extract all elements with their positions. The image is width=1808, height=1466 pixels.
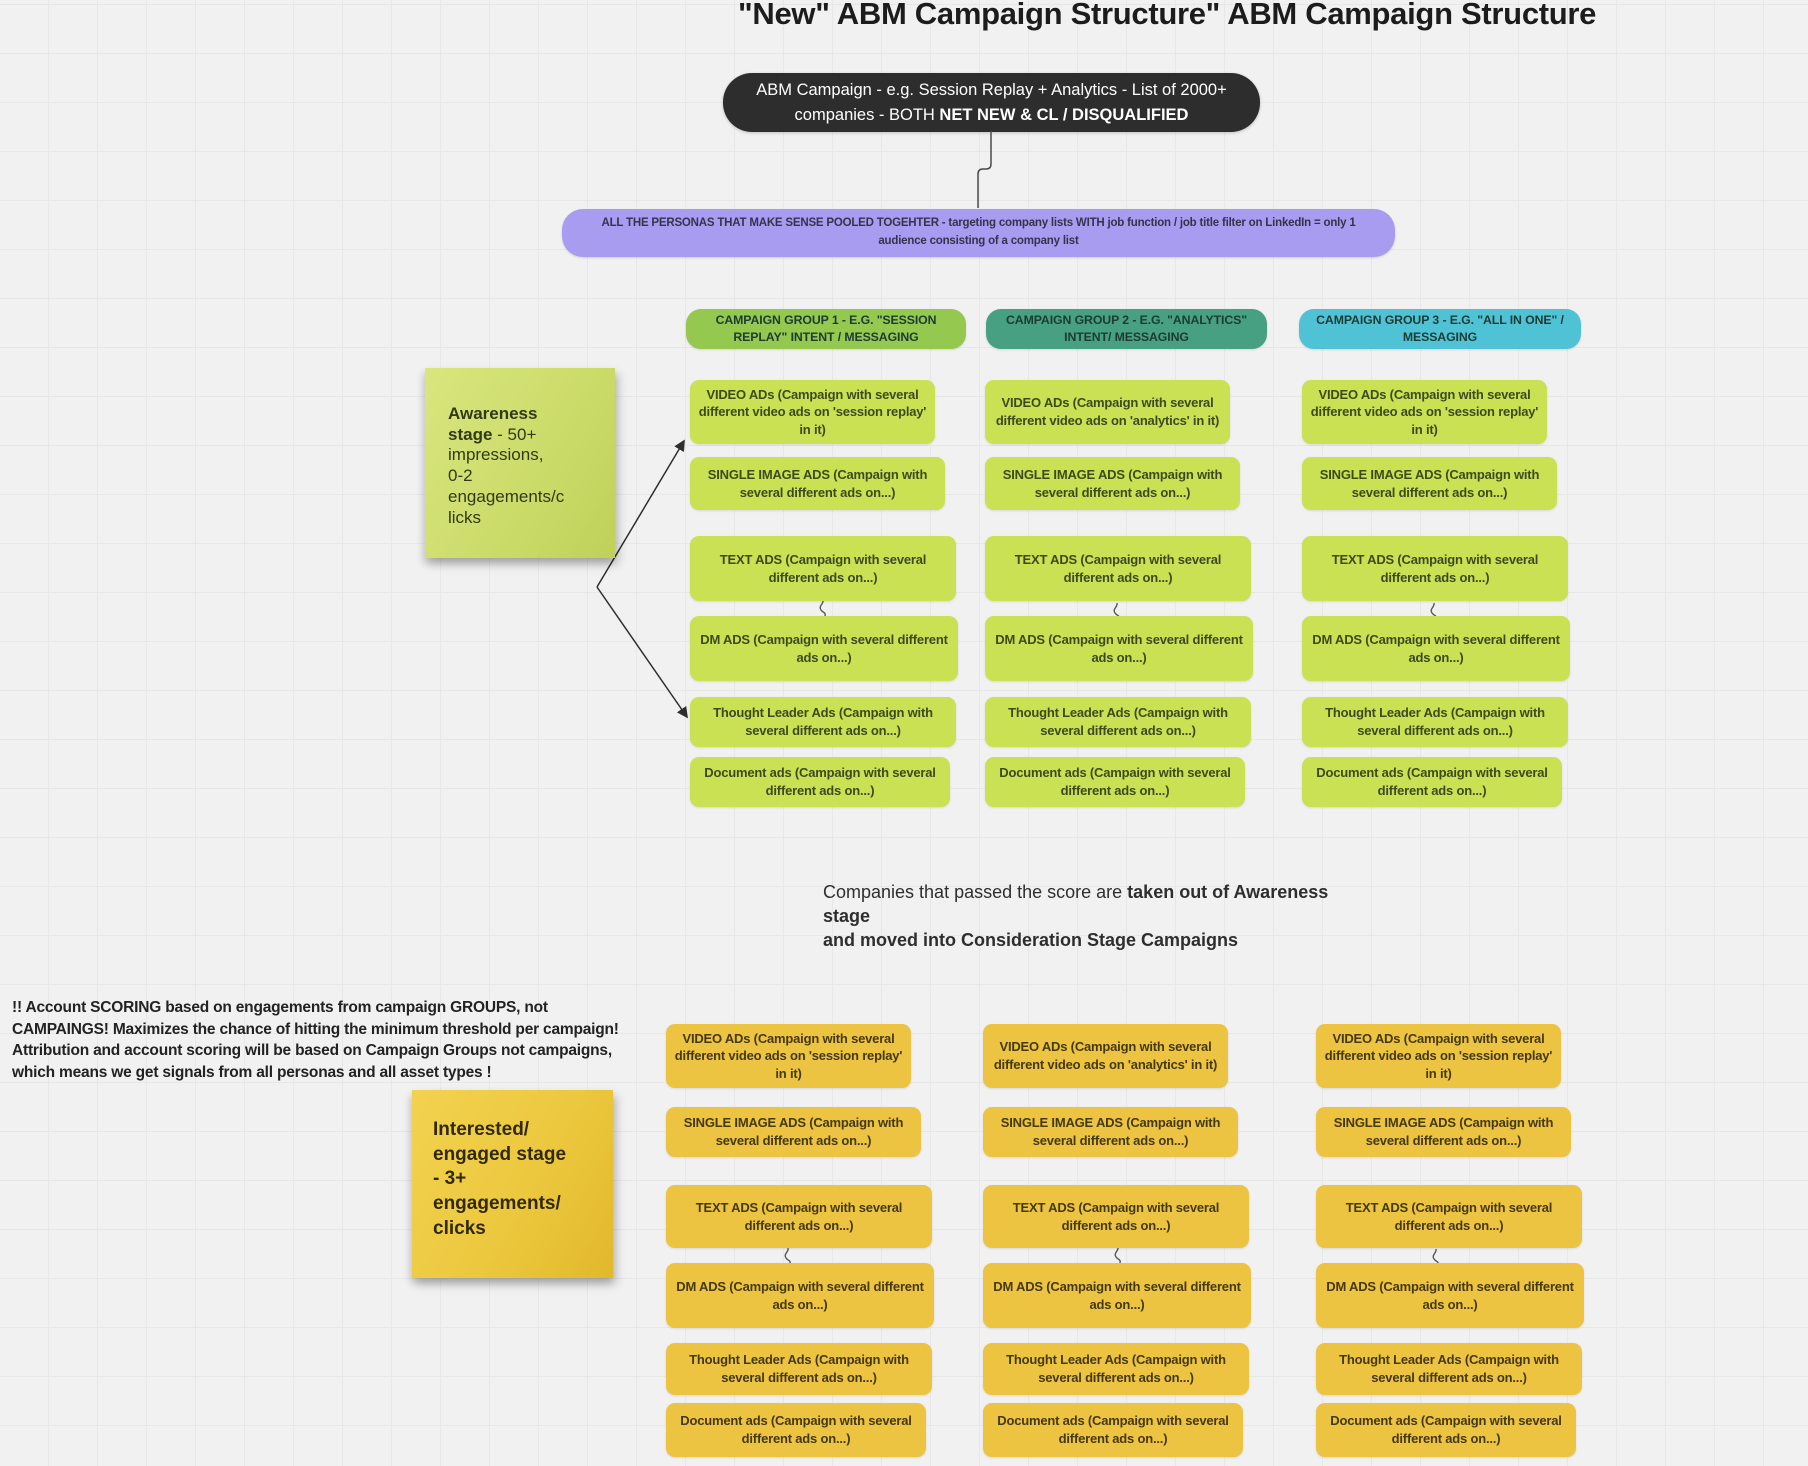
consideration-group1-dm-ads-box[interactable]: DM ADS (Campaign with several different … bbox=[666, 1263, 934, 1328]
account-scoring-note-text[interactable]: !! Account SCORING based on engagements … bbox=[12, 999, 619, 1081]
consideration-group1-single-image-ads-box[interactable]: SINGLE IMAGE ADS (Campaign with several … bbox=[666, 1107, 921, 1157]
root-node-label: ABM Campaign - e.g. Session Replay + Ana… bbox=[756, 80, 1227, 124]
squiggle-connector bbox=[1114, 1246, 1121, 1264]
awareness-group1-video-ads-box[interactable]: VIDEO ADs (Campaign with several differe… bbox=[690, 380, 935, 444]
interested-stage-sticky-note[interactable]: Interested/ engaged stage - 3+ engagemen… bbox=[412, 1090, 613, 1278]
awareness-group3-text-ads-box[interactable]: TEXT ADS (Campaign with several differen… bbox=[1302, 536, 1568, 601]
consideration-group3-video-ads-box[interactable]: VIDEO ADs (Campaign with several differe… bbox=[1316, 1024, 1561, 1088]
campaign-group-3-header[interactable]: CAMPAIGN GROUP 3 - E.G. "ALL IN ONE" / M… bbox=[1299, 309, 1581, 349]
awareness-group3-dm-ads-box[interactable]: DM ADS (Campaign with several different … bbox=[1302, 616, 1570, 681]
campaign-group-2-header[interactable]: CAMPAIGN GROUP 2 - E.G. "ANALYTICS" INTE… bbox=[986, 309, 1267, 349]
awareness-group2-text-ads-box[interactable]: TEXT ADS (Campaign with several differen… bbox=[985, 536, 1251, 601]
awareness-sticky-bold-text: Awareness stage bbox=[448, 404, 538, 444]
consideration-group1-video-ads-box[interactable]: VIDEO ADs (Campaign with several differe… bbox=[666, 1024, 911, 1088]
consideration-group1-document-ads-box[interactable]: Document ads (Campaign with several diff… bbox=[666, 1403, 926, 1457]
consideration-group3-dm-ads-box[interactable]: DM ADS (Campaign with several different … bbox=[1316, 1263, 1584, 1328]
awareness-group2-single-image-ads-box[interactable]: SINGLE IMAGE ADS (Campaign with several … bbox=[985, 457, 1240, 510]
awareness-group2-thought-leader-ads-box[interactable]: Thought Leader Ads (Campaign with severa… bbox=[985, 697, 1251, 747]
awareness-group3-video-ads-box[interactable]: VIDEO ADs (Campaign with several differe… bbox=[1302, 380, 1547, 444]
awareness-group1-document-ads-box[interactable]: Document ads (Campaign with several diff… bbox=[690, 757, 950, 807]
campaign-group-1-header[interactable]: CAMPAIGN GROUP 1 - E.G. "SESSION REPLAY"… bbox=[686, 309, 966, 349]
awareness-group2-document-ads-box[interactable]: Document ads (Campaign with several diff… bbox=[985, 757, 1245, 807]
consideration-group1-thought-leader-ads-box[interactable]: Thought Leader Ads (Campaign with severa… bbox=[666, 1343, 932, 1395]
squiggle-connector bbox=[819, 599, 826, 617]
abm-campaign-root-node[interactable]: ABM Campaign - e.g. Session Replay + Ana… bbox=[723, 73, 1260, 132]
awareness-group1-dm-ads-box[interactable]: DM ADS (Campaign with several different … bbox=[690, 616, 958, 681]
consideration-group2-text-ads-box[interactable]: TEXT ADS (Campaign with several differen… bbox=[983, 1185, 1249, 1248]
squiggle-connector bbox=[784, 1247, 791, 1265]
consideration-group1-text-ads-box[interactable]: TEXT ADS (Campaign with several differen… bbox=[666, 1185, 932, 1248]
consideration-group3-thought-leader-ads-box[interactable]: Thought Leader Ads (Campaign with severa… bbox=[1316, 1343, 1582, 1395]
sticky-to-thought-leader-arrow bbox=[596, 586, 688, 719]
transition-regular-text: Companies that passed the score are bbox=[823, 882, 1128, 902]
awareness-group3-single-image-ads-box[interactable]: SINGLE IMAGE ADS (Campaign with several … bbox=[1302, 457, 1557, 510]
score-transition-text[interactable]: Companies that passed the score are take… bbox=[823, 880, 1383, 952]
consideration-group2-document-ads-box[interactable]: Document ads (Campaign with several diff… bbox=[983, 1403, 1243, 1457]
board-title-text[interactable]: "New" ABM Campaign Structure" ABM Campai… bbox=[738, 0, 1597, 31]
audience-node[interactable]: ALL THE PERSONAS THAT MAKE SENSE POOLED … bbox=[562, 209, 1395, 257]
awareness-group3-thought-leader-ads-box[interactable]: Thought Leader Ads (Campaign with severa… bbox=[1302, 697, 1568, 747]
consideration-group2-dm-ads-box[interactable]: DM ADS (Campaign with several different … bbox=[983, 1263, 1251, 1328]
awareness-group2-video-ads-box[interactable]: VIDEO ADs (Campaign with several differe… bbox=[985, 380, 1230, 444]
root-to-audience-connector bbox=[977, 131, 992, 208]
audience-node-label: ALL THE PERSONAS THAT MAKE SENSE POOLED … bbox=[601, 217, 1356, 247]
consideration-group3-text-ads-box[interactable]: TEXT ADS (Campaign with several differen… bbox=[1316, 1185, 1582, 1248]
awareness-group1-thought-leader-ads-box[interactable]: Thought Leader Ads (Campaign with severa… bbox=[690, 697, 956, 747]
awareness-sticky-text: - 50+ impressions, 0-2 engagements/c lic… bbox=[448, 424, 565, 527]
awareness-group3-document-ads-box[interactable]: Document ads (Campaign with several diff… bbox=[1302, 757, 1562, 807]
consideration-group2-thought-leader-ads-box[interactable]: Thought Leader Ads (Campaign with severa… bbox=[983, 1343, 1249, 1395]
awareness-stage-sticky-note[interactable]: Awareness stage - 50+ impressions, 0-2 e… bbox=[425, 368, 615, 558]
consideration-group3-document-ads-box[interactable]: Document ads (Campaign with several diff… bbox=[1316, 1403, 1576, 1457]
consideration-group3-single-image-ads-box[interactable]: SINGLE IMAGE ADS (Campaign with several … bbox=[1316, 1107, 1571, 1157]
consideration-group2-video-ads-box[interactable]: VIDEO ADs (Campaign with several differe… bbox=[983, 1024, 1228, 1088]
consideration-group2-single-image-ads-box[interactable]: SINGLE IMAGE ADS (Campaign with several … bbox=[983, 1107, 1238, 1157]
transition-bold-text: taken out of Awareness stage and moved i… bbox=[823, 882, 1329, 950]
awareness-group2-dm-ads-box[interactable]: DM ADS (Campaign with several different … bbox=[985, 616, 1253, 681]
interested-sticky-text: Interested/ engaged stage - 3+ engagemen… bbox=[433, 1119, 567, 1239]
awareness-group1-single-image-ads-box[interactable]: SINGLE IMAGE ADS (Campaign with several … bbox=[690, 457, 945, 510]
awareness-group1-text-ads-box[interactable]: TEXT ADS (Campaign with several differen… bbox=[690, 536, 956, 601]
